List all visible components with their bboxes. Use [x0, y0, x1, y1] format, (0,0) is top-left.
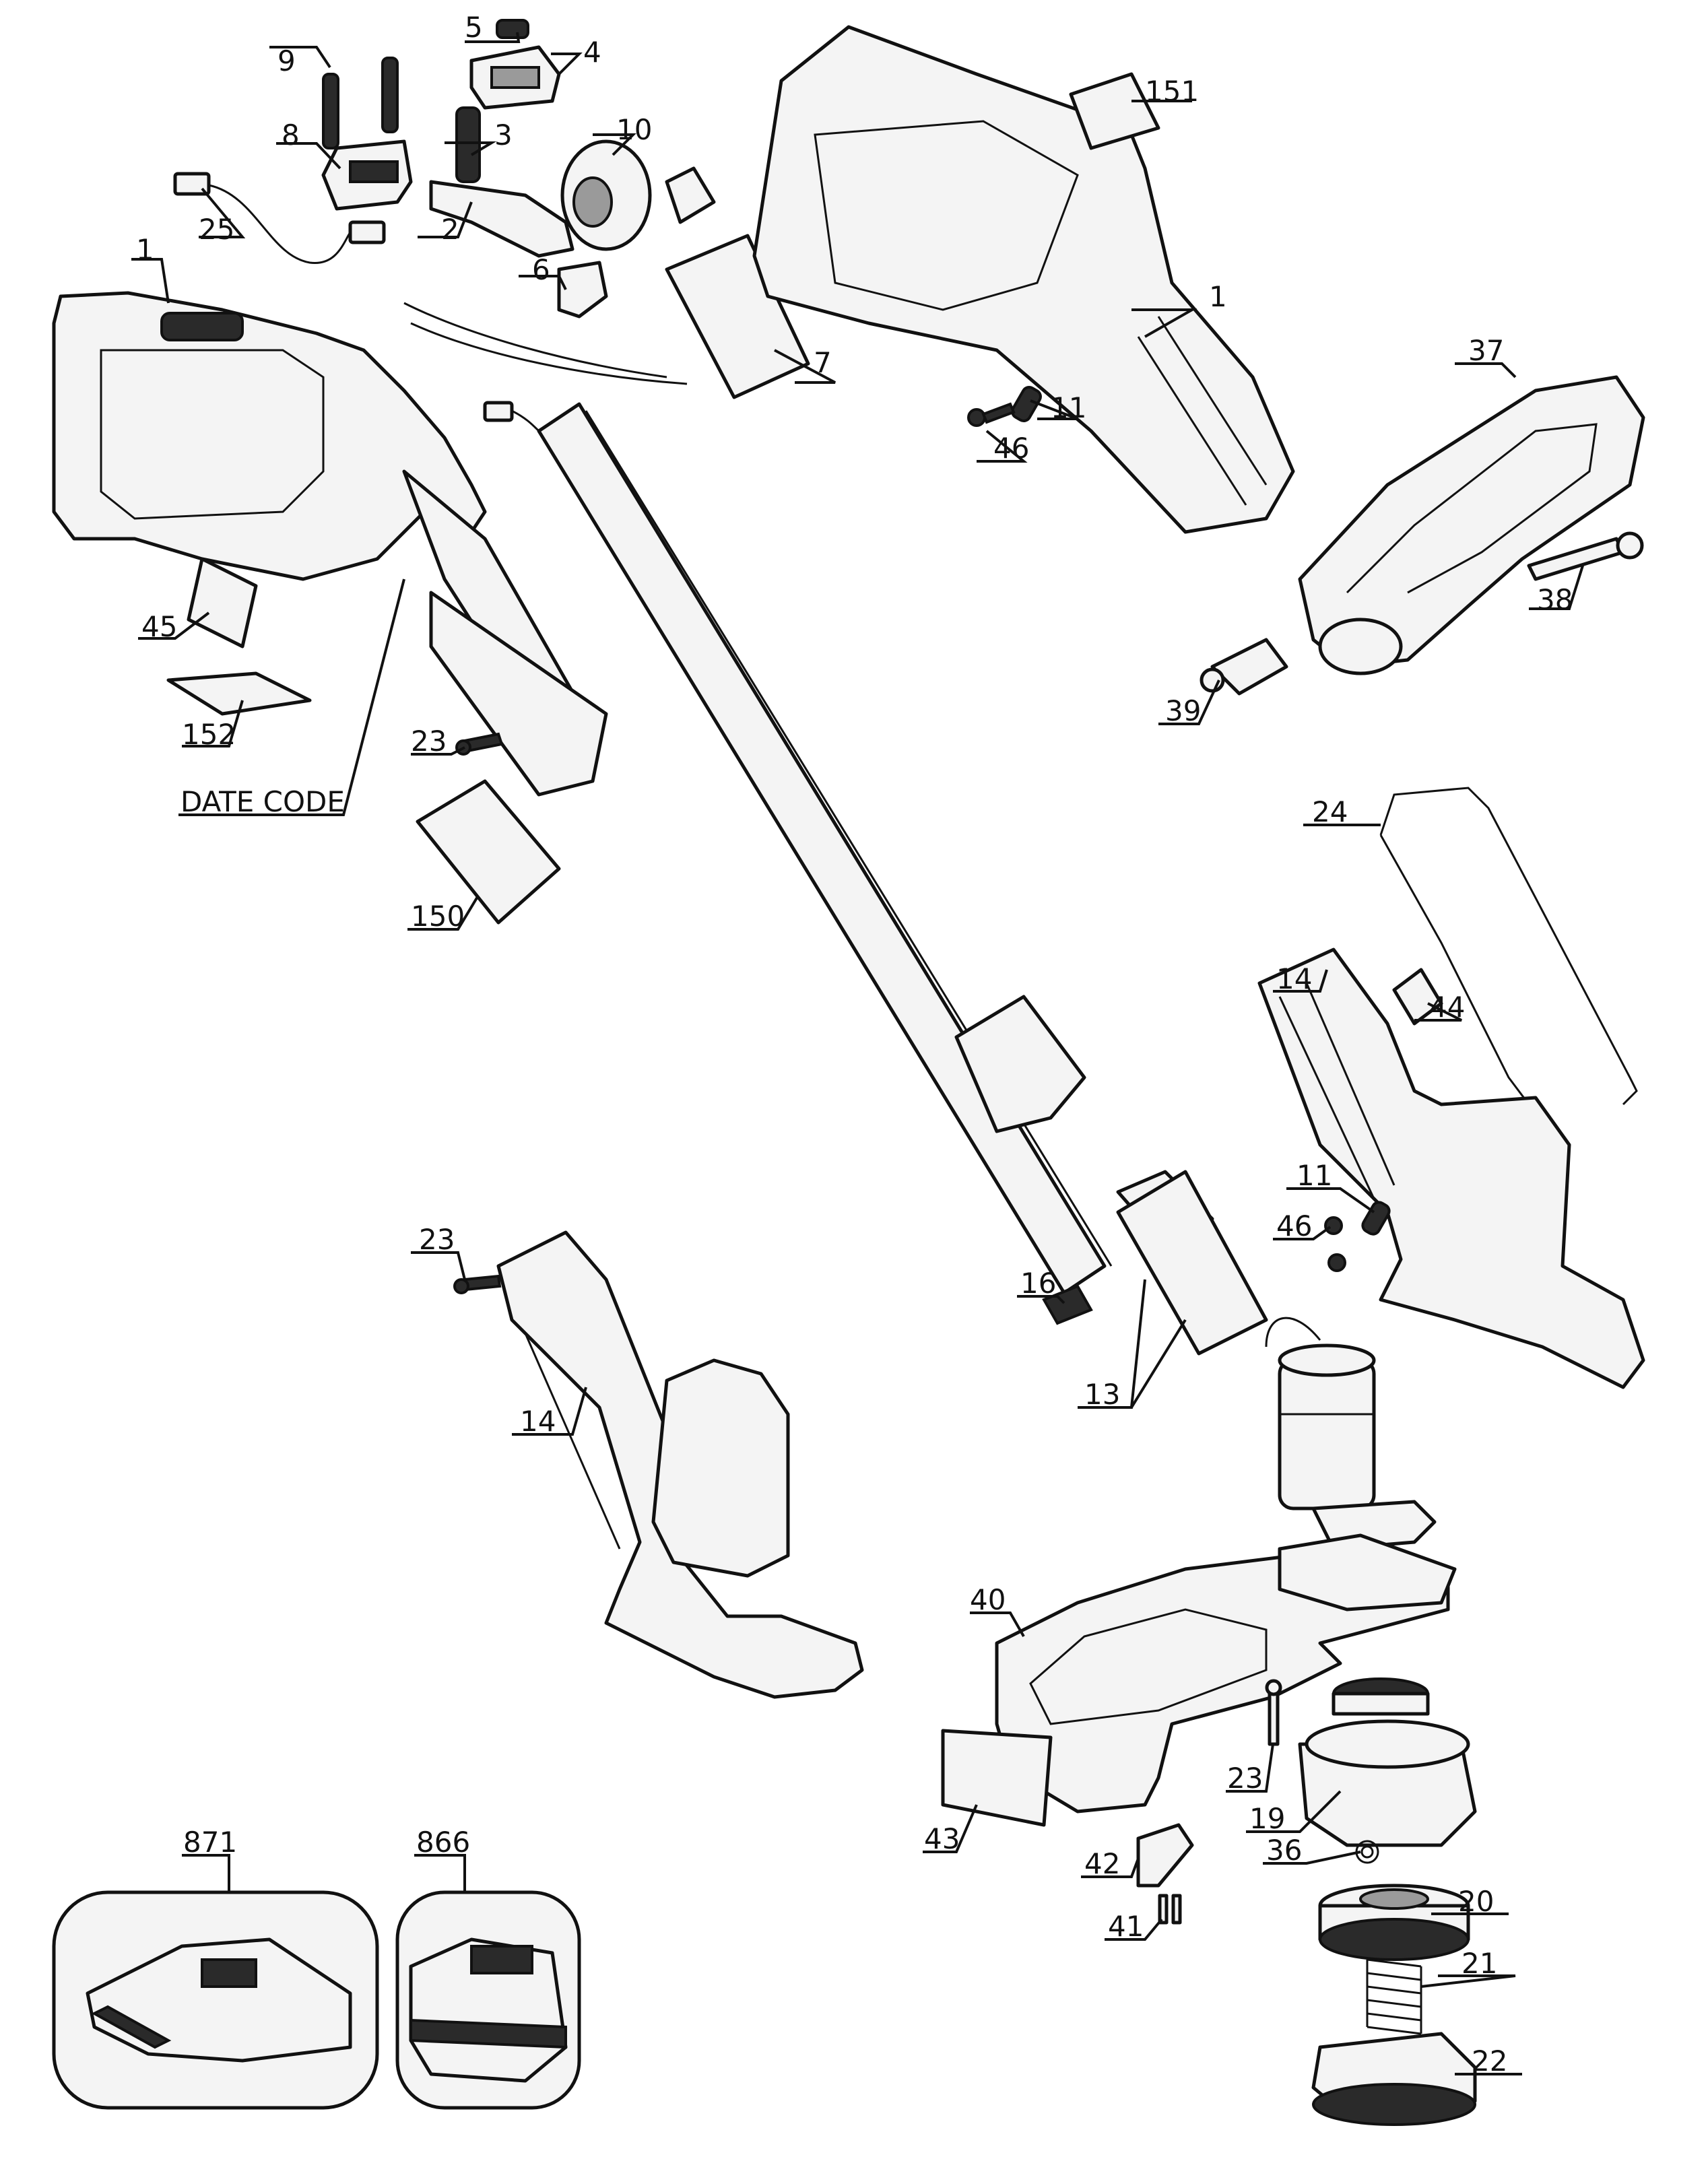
part-14-motor-housing-left [496, 1230, 864, 1699]
label-44: 44 [1429, 991, 1465, 1024]
label-40: 40 [970, 1583, 1006, 1616]
leader-lines [131, 32, 1584, 2075]
part-41-screws [1158, 1894, 1182, 1925]
part-labels: 9 5 4 3 8 10 2 6 7 25 1 151 1 11 46 37 3… [136, 11, 1573, 2077]
label-36: 36 [1266, 1834, 1302, 1867]
part-10-motor-gear [560, 139, 652, 251]
label-1-left: 1 [136, 233, 154, 266]
label-11-upper: 11 [1051, 391, 1086, 424]
part-6-microswitch [557, 261, 608, 319]
inset-871-charger [52, 1890, 379, 2110]
label-22: 22 [1472, 2044, 1507, 2077]
label-43: 43 [924, 1822, 960, 1855]
label-151: 151 [1145, 75, 1199, 108]
label-46-lower: 46 [1276, 1209, 1312, 1242]
part-13-motor [1265, 1317, 1437, 1551]
label-6: 6 [532, 253, 550, 286]
label-45: 45 [141, 610, 177, 643]
part-22-spool-cap [1311, 2032, 1477, 2126]
label-19: 19 [1249, 1802, 1285, 1835]
label-7: 7 [814, 346, 832, 379]
part-3-spring [455, 106, 481, 183]
part-46-screw-upper [967, 402, 1016, 427]
part-151-label [1069, 72, 1160, 150]
part-40-spool-guard [995, 1533, 1457, 1814]
date-code-label: DATE CODE [180, 785, 345, 818]
part-25-wire [173, 172, 386, 264]
label-1-right: 1 [1209, 280, 1227, 313]
label-14-right: 14 [1276, 962, 1312, 995]
part-152-label [166, 671, 312, 716]
shaft-tube [483, 401, 1113, 1295]
part-45-label [187, 557, 258, 649]
part-44-label [1392, 968, 1443, 1026]
part-24-wire-guard [1379, 787, 1638, 1123]
part-4-switch-button [469, 45, 561, 110]
label-38: 38 [1537, 583, 1573, 616]
label-871: 871 [183, 1826, 237, 1859]
label-25: 25 [199, 213, 234, 246]
part-1-handle-housing-right [752, 25, 1295, 534]
part-23-screw-left [453, 1274, 502, 1294]
part-21-spring [1366, 1958, 1422, 2035]
part-7-circuit-board [403, 166, 810, 399]
part-46-screws-lower [1324, 1216, 1346, 1272]
part-23-screw-upper [455, 732, 504, 756]
label-150: 150 [411, 900, 465, 933]
label-23-upper: 23 [411, 725, 447, 758]
label-21: 21 [1461, 1947, 1497, 1980]
part-11-nut-lower [1361, 1201, 1391, 1236]
label-41: 41 [1108, 1910, 1144, 1943]
label-866: 866 [416, 1826, 470, 1859]
label-4: 4 [583, 36, 601, 69]
part-1-handle-housing-left [52, 291, 608, 797]
label-24: 24 [1312, 795, 1348, 828]
label-8: 8 [282, 119, 300, 152]
label-9: 9 [277, 44, 296, 77]
label-10: 10 [616, 113, 652, 146]
part-13-shaft-collar [954, 995, 1268, 1356]
label-42: 42 [1084, 1847, 1120, 1880]
part-9-springs [322, 57, 399, 149]
part-19-spool-housing [1298, 1677, 1477, 1847]
label-11-lower: 11 [1296, 1159, 1332, 1192]
part-43-label [941, 1729, 1053, 1827]
label-3: 3 [494, 119, 513, 152]
label-23-lower: 23 [1227, 1762, 1263, 1795]
part-42-bracket [1136, 1823, 1194, 1888]
part-5-spring [496, 19, 529, 39]
label-14-left: 14 [520, 1405, 556, 1438]
part-11-nut-upper [1011, 386, 1042, 422]
part-8-switch [321, 139, 413, 211]
label-39: 39 [1165, 694, 1201, 727]
part-2-trigger [429, 180, 574, 258]
part-37-auxiliary-handle [1298, 375, 1645, 675]
label-23-left: 23 [419, 1223, 455, 1256]
part-20-spool [1318, 1884, 1470, 1961]
label-37: 37 [1468, 334, 1504, 367]
label-13: 13 [1084, 1378, 1120, 1411]
label-2: 2 [441, 213, 459, 246]
inset-866-battery [395, 1890, 581, 2110]
part-39-knob [1200, 638, 1288, 696]
part-38-bolt [1527, 531, 1644, 581]
part-23-screw-lower [1265, 1679, 1282, 1746]
part-150-label [416, 779, 561, 925]
label-5: 5 [465, 11, 483, 44]
label-152: 152 [182, 718, 236, 751]
part-14-motor-housing-right [1257, 947, 1645, 1389]
label-46-upper: 46 [993, 432, 1029, 465]
label-20: 20 [1458, 1885, 1494, 1918]
label-16: 16 [1020, 1267, 1056, 1300]
